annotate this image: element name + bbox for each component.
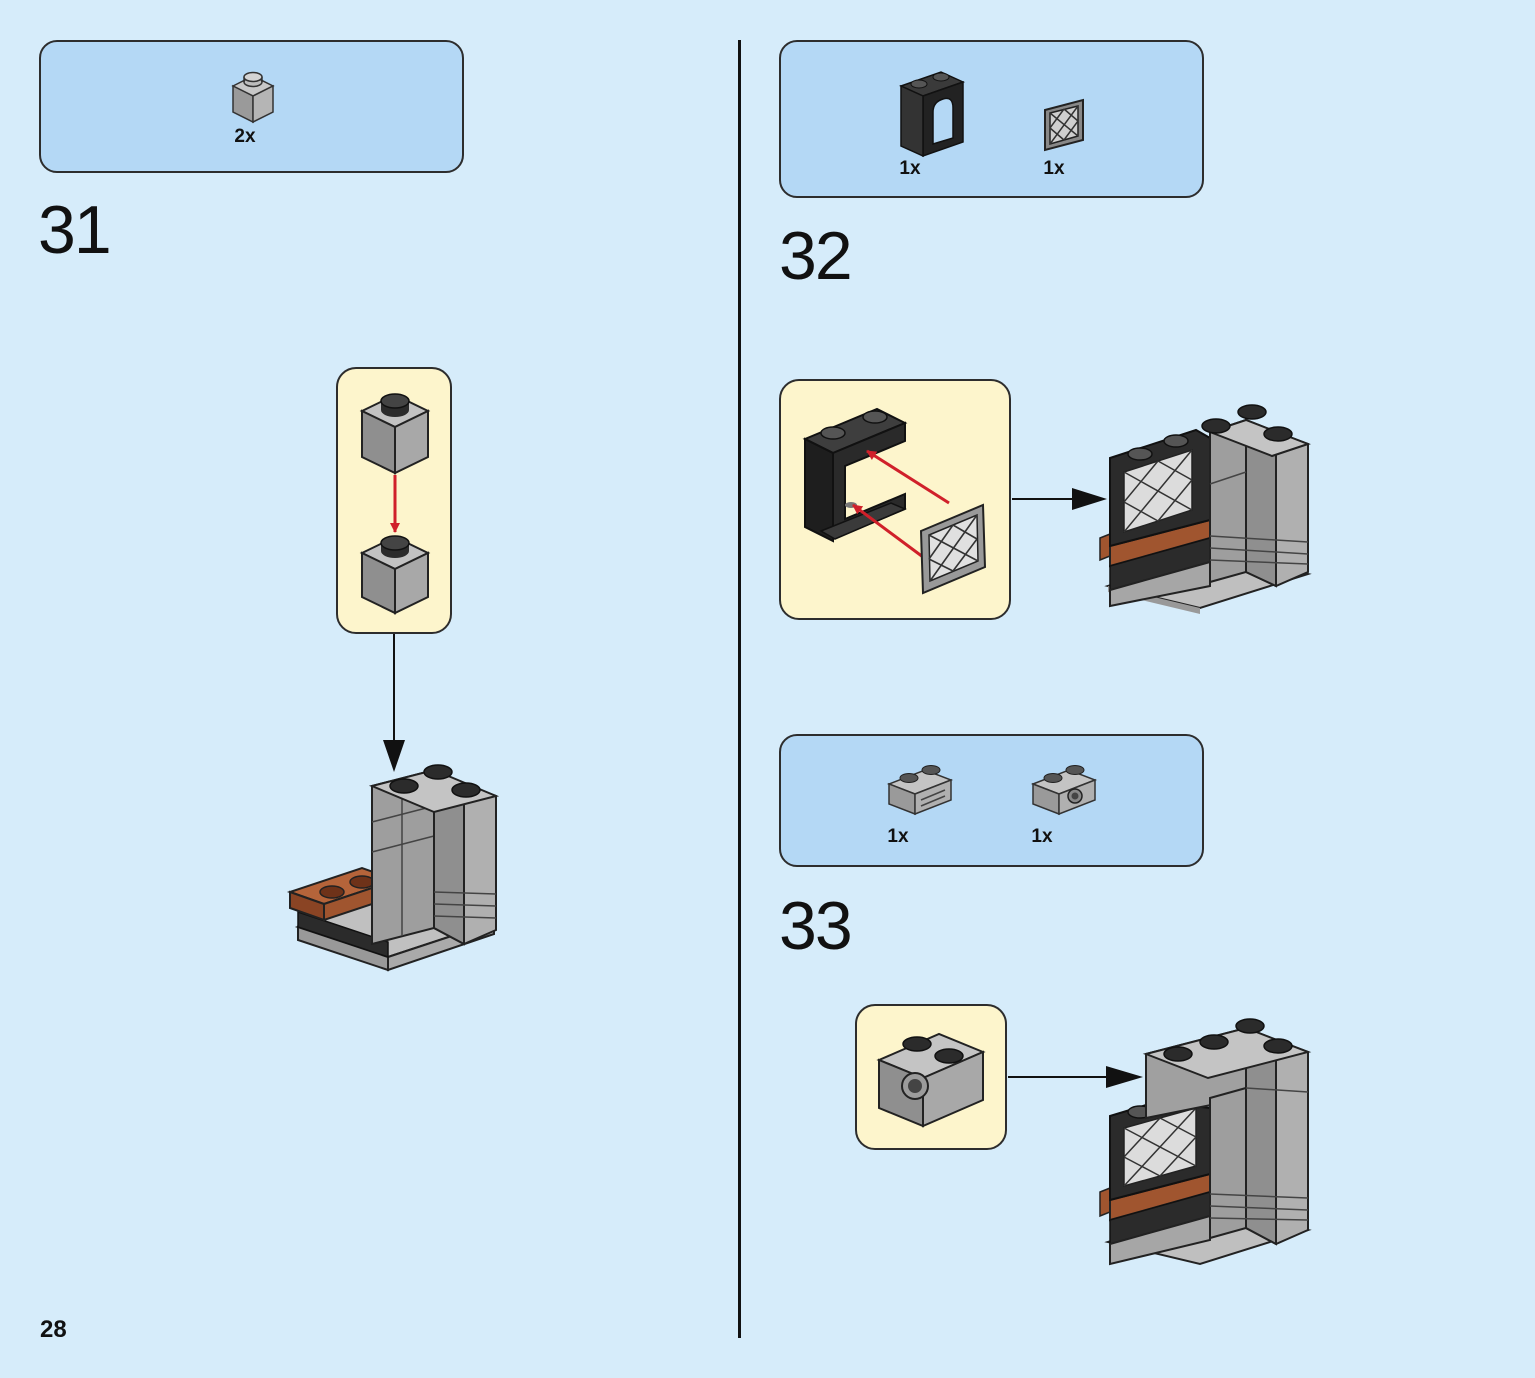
gray-brick-1x1-icon	[359, 535, 431, 615]
step-31-model	[286, 764, 500, 972]
part-quantity: 1x	[887, 826, 909, 847]
step-32-model	[1099, 404, 1312, 614]
gray-brick-1x2-grooved-icon	[886, 765, 954, 816]
step-33-model	[1099, 1018, 1312, 1266]
gray-brick-1x2-stud-side-icon	[1030, 765, 1098, 816]
step-number: 33	[779, 888, 853, 964]
step-33-callout	[855, 1004, 1007, 1150]
page-number: 28	[40, 1316, 67, 1343]
red-arrow	[852, 503, 924, 559]
callout-arrow	[383, 634, 405, 772]
step-33-parts-list: 1x 1x	[779, 734, 1204, 867]
step-32-parts-list: 1x 1x	[779, 40, 1204, 198]
window-assembly-diagram	[802, 407, 987, 595]
gray-brick-1x1-icon	[231, 71, 275, 124]
gray-brick-1x2-stud-side-icon	[876, 1032, 986, 1128]
part-quantity: 2x	[234, 126, 256, 147]
lattice-glass-pane-icon	[919, 503, 987, 595]
callout-arrow	[1012, 488, 1107, 510]
part-quantity: 1x	[1043, 158, 1065, 179]
callout-arrow	[1008, 1066, 1143, 1088]
gray-brick-1x1-icon	[359, 393, 431, 475]
step-31-callout	[336, 367, 452, 634]
brick-stacking-diagram	[359, 393, 431, 615]
part-quantity: 1x	[1031, 826, 1053, 847]
step-number: 32	[779, 218, 853, 294]
step-32-callout	[779, 379, 1011, 620]
black-window-frame-icon	[802, 407, 908, 543]
black-window-frame-icon	[898, 71, 966, 158]
part-quantity: 1x	[899, 158, 921, 179]
page-divider	[738, 40, 741, 1338]
red-arrow	[866, 449, 950, 505]
step-31-parts-list: 2x	[39, 40, 464, 173]
step-number: 31	[38, 192, 112, 268]
lattice-glass-pane-icon	[1044, 98, 1084, 152]
